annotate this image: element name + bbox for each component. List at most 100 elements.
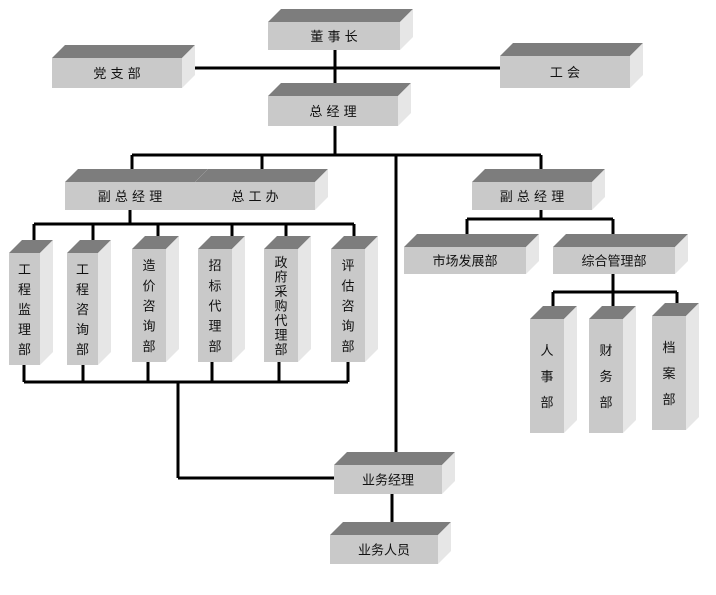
box-side-face [623,306,636,433]
box-front-face [472,182,592,210]
box-top-face [195,169,328,182]
box-front-face [530,319,564,433]
node-label: 业务经理 [362,473,414,489]
box-side-face [315,169,328,210]
deputy-gm-left-box: 副 总 经 理 [65,169,208,210]
box-side-face [400,9,413,50]
box-top-face [331,236,378,249]
box-top-face [9,240,53,253]
node-label: 业务人员 [358,543,410,559]
general-manager-box: 总 经 理 [268,83,411,126]
box-front-face [9,253,40,365]
box-top-face [404,234,539,247]
box-front-face [268,22,400,50]
node-label: 董 事 长 [310,30,357,45]
node-label: 工 会 [550,66,580,81]
node-label: 招标代理部 [208,259,221,355]
box-front-face [264,249,298,362]
box-front-face [652,316,686,430]
box-side-face [675,234,688,274]
box-side-face [232,236,245,362]
box-front-face [404,247,526,274]
business-staff-box: 业务人员 [330,522,451,564]
box-front-face [65,182,195,210]
box-front-face [334,465,442,494]
gm-office-box: 总 工 办 [195,169,328,210]
box-side-face [442,452,455,494]
box-front-face [500,56,630,88]
party-branch-box: 党 支 部 [52,45,195,88]
node-label: 党 支 部 [93,67,140,82]
chairman-box: 董 事 长 [268,9,413,50]
eng-supervision-box: 工程监理部 [9,240,53,365]
node-label: 工程监理部 [18,263,31,358]
box-side-face [40,240,53,365]
box-top-face [52,45,195,58]
box-side-face [630,43,643,88]
box-top-face [268,9,413,22]
box-side-face [592,169,605,210]
box-front-face [67,253,98,365]
node-label: 综合管理部 [581,255,646,270]
connector-lines [22,50,679,522]
box-top-face [652,303,699,316]
bidding-agency-box: 招标代理部 [198,236,245,362]
boxes: 董 事 长党 支 部 工 会总 经 理副 总 经 理 总 工 办 副 总 经 理市场发… [9,9,699,564]
evaluation-consulting-box: 评估咨询部 [331,236,378,362]
node-label: 档案部 [662,341,675,408]
box-side-face [98,240,111,365]
box-side-face [686,303,699,430]
box-side-face [182,45,195,88]
box-side-face [438,522,451,564]
deputy-gm-right-box: 副 总 经 理 [472,169,605,210]
gov-procurement-box: 政府采购代理部 [264,236,311,362]
archives-box: 档案部 [652,303,699,430]
box-front-face [330,535,438,564]
box-top-face [589,306,636,319]
cost-consulting-box: 造价咨询部 [132,236,179,362]
node-label: 政府采购代理部 [274,256,287,358]
box-top-face [268,83,411,96]
node-label: 财务部 [599,344,612,411]
hr-box: 人事部 [530,306,577,433]
box-side-face [564,306,577,433]
node-label: 副 总 经 理 [500,190,564,205]
eng-consulting-box: 工程咨询部 [67,240,111,365]
box-top-face [132,236,179,249]
node-label: 工程咨询部 [76,263,89,358]
union-box: 工 会 [500,43,643,88]
box-side-face [365,236,378,362]
general-mgmt-box: 综合管理部 [553,234,688,274]
business-manager-box: 业务经理 [334,452,455,494]
box-side-face [398,83,411,126]
box-front-face [52,58,182,88]
box-top-face [530,306,577,319]
box-top-face [334,452,455,465]
node-label: 总 工 办 [231,190,278,205]
box-side-face [526,234,539,274]
box-front-face [553,247,675,274]
node-label: 造价咨询部 [142,259,155,355]
box-top-face [330,522,451,535]
node-label: 市场发展部 [432,254,497,270]
box-top-face [264,236,311,249]
node-label: 人事部 [540,344,553,411]
box-front-face [195,182,315,210]
node-label: 总 经 理 [309,105,356,120]
node-label: 副 总 经 理 [98,190,162,205]
box-front-face [198,249,232,362]
box-top-face [65,169,208,182]
finance-box: 财务部 [589,306,636,433]
node-label: 评估咨询部 [341,259,354,355]
box-front-face [331,249,365,362]
box-front-face [268,96,398,126]
box-top-face [500,43,643,56]
market-dev-box: 市场发展部 [404,234,539,274]
box-front-face [132,249,166,362]
box-top-face [67,240,111,253]
box-side-face [166,236,179,362]
box-top-face [472,169,605,182]
box-top-face [553,234,688,247]
box-side-face [298,236,311,362]
